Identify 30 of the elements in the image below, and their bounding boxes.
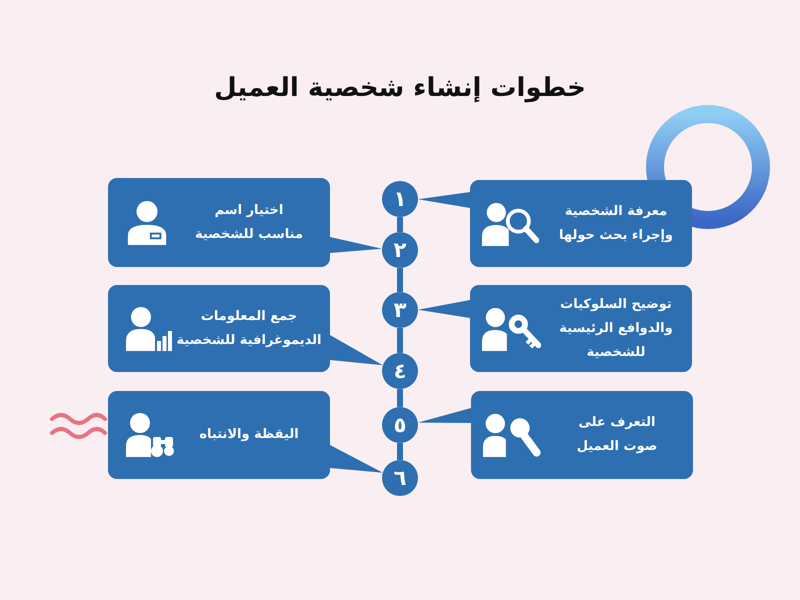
callout-pointer: [418, 408, 471, 423]
connector-line: [397, 389, 403, 407]
connector-line: [397, 217, 403, 232]
connector-line: [397, 328, 403, 353]
connector-line: [397, 443, 403, 460]
step-text: توضيح السلوكيات والدوافع الرئيسية للشخصية: [558, 296, 674, 362]
step-card: [108, 178, 330, 267]
step-number: ٤: [382, 353, 418, 389]
step-text: التعرف على صوت العميل: [576, 414, 658, 456]
step-number: ٥: [382, 407, 418, 443]
step-card: [108, 391, 330, 479]
callout-pointer: [330, 237, 382, 253]
step-text: معرفة الشخصية وإجراء بحث حولها: [558, 202, 674, 244]
callout-pointer: [330, 445, 383, 473]
step-number: ٣: [382, 292, 418, 328]
step-card: [108, 285, 330, 372]
step-card: [470, 180, 692, 267]
connector-line: [397, 268, 403, 292]
callout-pointer: [418, 300, 470, 318]
step-card: [470, 285, 692, 372]
title: خطوات إنشاء شخصية العميل: [214, 72, 586, 105]
step-text: جمع المعلومات الديموغرافية للشخصية: [176, 308, 322, 350]
step-number: ١: [382, 181, 418, 217]
callout-pointer: [330, 335, 383, 366]
step-text: اختيار اسم مناسب للشخصية: [194, 202, 304, 244]
step-card: [471, 391, 693, 479]
callout-pointer: [418, 192, 470, 208]
step-text: اليقظة والانتباه: [198, 426, 300, 444]
step-number: ٢: [382, 232, 418, 268]
step-number: ٦: [382, 460, 418, 496]
